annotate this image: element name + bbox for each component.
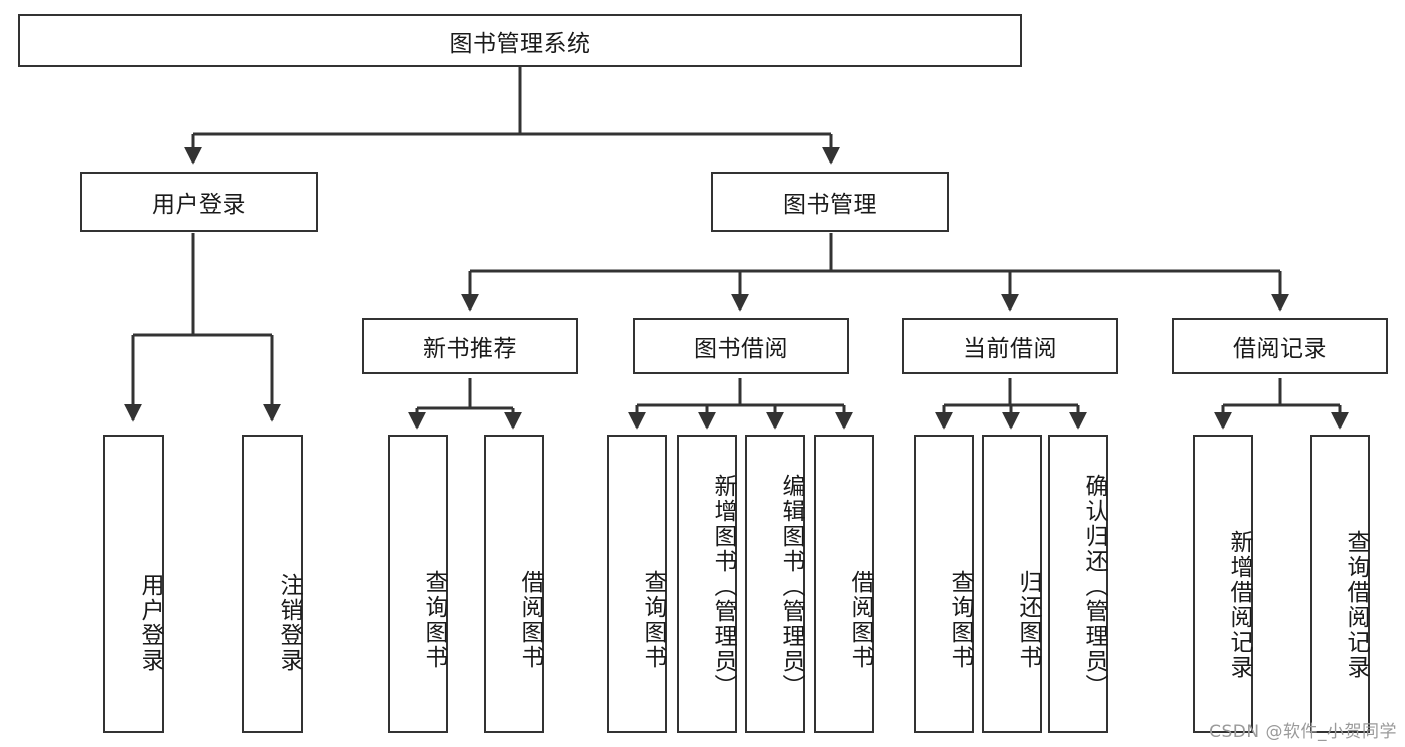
leaf-current-borrow-query-label: 查询图书 <box>947 570 973 670</box>
node-book-borrow[interactable]: 图书借阅 <box>633 318 849 374</box>
leaf-borrow-record-add[interactable]: 新增借阅记录 <box>1193 435 1253 733</box>
leaf-user-login-logout[interactable]: 注销登录 <box>242 435 303 733</box>
leaf-current-borrow-confirm-return[interactable]: 确认归还（管理员） <box>1048 435 1108 733</box>
leaf-new-book-borrow[interactable]: 借阅图书 <box>484 435 544 733</box>
leaf-book-borrow-borrow-label: 借阅图书 <box>847 570 873 670</box>
leaf-user-login-login[interactable]: 用户登录 <box>103 435 164 733</box>
node-user-login-label: 用户登录 <box>152 192 246 218</box>
node-book-borrow-label: 图书借阅 <box>694 336 788 362</box>
leaf-new-book-query[interactable]: 查询图书 <box>388 435 448 733</box>
csdn-watermark: CSDN @软件_小贺同学 <box>1209 722 1397 742</box>
leaf-borrow-record-query[interactable]: 查询借阅记录 <box>1310 435 1370 733</box>
leaf-borrow-record-add-label: 新增借阅记录 <box>1226 530 1252 680</box>
leaf-book-borrow-add[interactable]: 新增图书（管理员） <box>677 435 737 733</box>
node-root[interactable]: 图书管理系统 <box>18 14 1022 67</box>
node-book-management-label: 图书管理 <box>783 192 877 218</box>
leaf-current-borrow-return-label: 归还图书 <box>1015 570 1041 670</box>
leaf-book-borrow-query-label: 查询图书 <box>640 570 666 670</box>
node-root-label: 图书管理系统 <box>449 30 591 57</box>
leaf-book-borrow-query[interactable]: 查询图书 <box>607 435 667 733</box>
node-current-borrow-label: 当前借阅 <box>963 336 1057 362</box>
node-current-borrow[interactable]: 当前借阅 <box>902 318 1118 374</box>
node-new-book-recommend[interactable]: 新书推荐 <box>362 318 578 374</box>
leaf-current-borrow-return[interactable]: 归还图书 <box>982 435 1042 733</box>
leaf-book-borrow-borrow[interactable]: 借阅图书 <box>814 435 874 733</box>
leaf-new-book-borrow-label: 借阅图书 <box>517 570 543 670</box>
leaf-borrow-record-query-label: 查询借阅记录 <box>1343 530 1369 680</box>
leaf-user-login-login-label: 用户登录 <box>137 573 163 673</box>
leaf-current-borrow-query[interactable]: 查询图书 <box>914 435 974 733</box>
leaf-user-login-logout-label: 注销登录 <box>276 573 302 673</box>
leaf-book-borrow-edit-label: 编辑图书（管理员） <box>778 473 804 699</box>
node-book-management[interactable]: 图书管理 <box>711 172 949 232</box>
node-user-login[interactable]: 用户登录 <box>80 172 318 232</box>
leaf-new-book-query-label: 查询图书 <box>421 570 447 670</box>
leaf-book-borrow-edit[interactable]: 编辑图书（管理员） <box>745 435 805 733</box>
leaf-book-borrow-add-label: 新增图书（管理员） <box>710 473 736 699</box>
node-borrow-record[interactable]: 借阅记录 <box>1172 318 1388 374</box>
leaf-current-borrow-confirm-return-label: 确认归还（管理员） <box>1081 473 1107 699</box>
node-borrow-record-label: 借阅记录 <box>1233 336 1327 362</box>
node-new-book-recommend-label: 新书推荐 <box>423 336 517 362</box>
